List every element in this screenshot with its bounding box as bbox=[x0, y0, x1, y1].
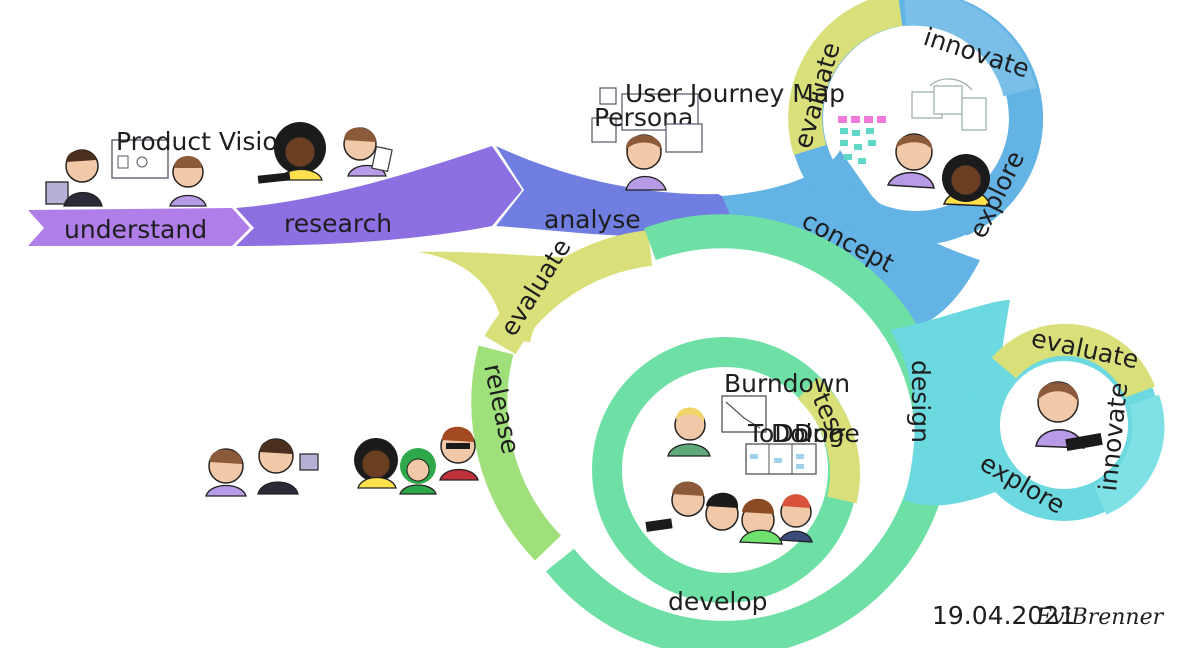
release-people bbox=[205, 426, 479, 497]
footer: 19.04.2021 EviBrenner bbox=[932, 601, 1165, 630]
concept-evaluate-segment bbox=[788, 0, 903, 155]
research-people bbox=[257, 122, 393, 184]
concept-loop bbox=[788, 0, 1043, 245]
burndown-label: Burndown bbox=[724, 369, 850, 398]
release-segment bbox=[471, 345, 562, 561]
develop-loop: Burndown bbox=[418, 214, 949, 648]
design-loop bbox=[890, 300, 1165, 521]
analyse-sketches: User Journey Map Persona bbox=[591, 79, 845, 191]
test-segment bbox=[797, 377, 860, 504]
label-understand: understand bbox=[64, 215, 207, 244]
board-column-2: Done bbox=[794, 419, 860, 448]
product-vision-label: Product Vision bbox=[116, 127, 293, 156]
concept-sketch bbox=[838, 78, 987, 164]
task-board-sketch bbox=[745, 443, 817, 475]
board-column-0: ToDo bbox=[747, 419, 809, 448]
design-evaluate-segment bbox=[991, 323, 1155, 399]
develop-team bbox=[645, 407, 813, 545]
footer-date: 19.04.2021 bbox=[932, 601, 1075, 630]
understand-people: Product Vision bbox=[45, 127, 293, 207]
arrow-concept bbox=[722, 150, 980, 330]
board-column-1: Doing bbox=[771, 419, 844, 448]
user-journey-map-label: User Journey Map bbox=[625, 79, 845, 108]
arrow-analyse bbox=[496, 146, 752, 237]
arrow-understand bbox=[28, 208, 250, 246]
concept-person-2 bbox=[942, 154, 991, 207]
design-person bbox=[1035, 381, 1103, 452]
label-research: research bbox=[284, 209, 392, 238]
label-develop: develop bbox=[668, 587, 768, 616]
label-design: design bbox=[906, 360, 935, 443]
burndown-sketch: Burndown bbox=[721, 369, 850, 433]
concept-person-1 bbox=[886, 133, 935, 189]
main-flow-band bbox=[28, 146, 980, 330]
footer-signature: EviBrenner bbox=[1035, 605, 1165, 630]
concept-innovate-segment bbox=[904, 0, 1037, 97]
label-analyse: analyse bbox=[544, 205, 641, 234]
arrow-research bbox=[236, 146, 522, 246]
